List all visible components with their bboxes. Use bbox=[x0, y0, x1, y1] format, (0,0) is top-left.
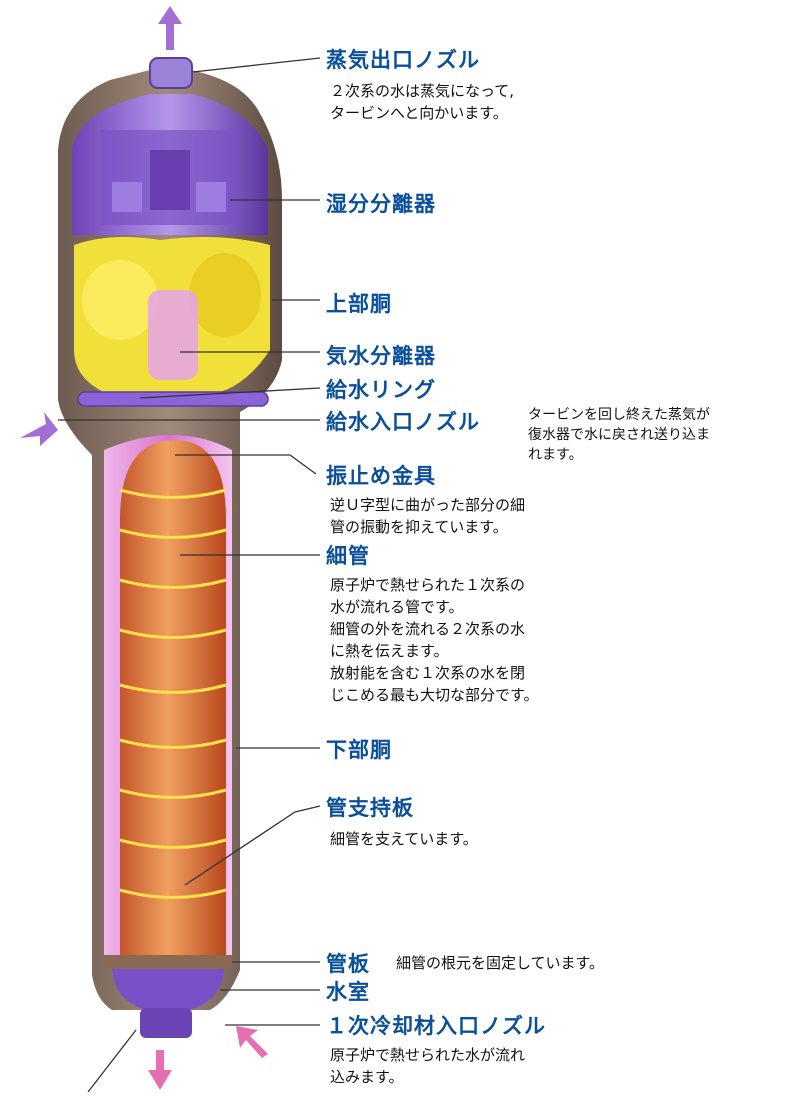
tube-bundle bbox=[120, 440, 226, 955]
inflow-arrow-icon bbox=[20, 412, 58, 446]
coolant-inlet-nozzle bbox=[140, 1008, 192, 1038]
label-steam-outlet-nozzle: 蒸気出口ノズル bbox=[326, 44, 480, 74]
desc-feedwater-inlet: タービンを回し終えた蒸気が 復水器で水に戻され送り込ま れます。 bbox=[528, 405, 710, 465]
steam-outlet-nozzle bbox=[150, 58, 192, 88]
label-tube-support-plate: 管支持板 bbox=[326, 792, 414, 822]
label-water-chamber: 水室 bbox=[326, 976, 370, 1006]
desc-tube-sheet: 細管の根元を固定しています。 bbox=[396, 952, 604, 974]
desc-steam-outlet: ２次系の水は蒸気になって, タービンへと向かいます。 bbox=[330, 80, 514, 124]
label-upper-shell: 上部胴 bbox=[326, 288, 392, 318]
label-tube-sheet: 管板 bbox=[326, 948, 370, 978]
label-anti-vibration-bar: 振止め金具 bbox=[326, 460, 436, 490]
desc-support-plate: 細管を支えています。 bbox=[330, 828, 478, 850]
label-moisture-separator: 湿分分離器 bbox=[326, 188, 436, 218]
label-tubes: 細管 bbox=[326, 540, 370, 570]
label-lower-shell: 下部胴 bbox=[326, 734, 392, 764]
down-arrow-icon bbox=[148, 1050, 172, 1090]
label-steam-water-separator: 気水分離器 bbox=[326, 340, 436, 370]
label-feedwater-ring: 給水リング bbox=[326, 374, 436, 404]
desc-tubes: 原子炉で熱せられた１次系の 水が流れる管です。 細管の外を流れる２次系の水 に熱… bbox=[330, 574, 539, 706]
label-coolant-inlet-nozzle: １次冷却材入口ノズル bbox=[326, 1010, 546, 1040]
inflow-arrow-icon bbox=[236, 1026, 268, 1058]
up-arrow-icon bbox=[158, 6, 182, 50]
tube-sheet bbox=[104, 955, 232, 969]
desc-anti-vibration: 逆Ｕ字型に曲がった部分の細 管の振動を抑えています。 bbox=[330, 494, 525, 538]
feedwater-ring bbox=[78, 392, 268, 406]
desc-coolant-inlet: 原子炉で熱せられた水が流れ 込みます。 bbox=[330, 1044, 525, 1088]
steam-water-separator bbox=[148, 290, 198, 380]
label-feedwater-inlet-nozzle: 給水入口ノズル bbox=[326, 406, 480, 436]
